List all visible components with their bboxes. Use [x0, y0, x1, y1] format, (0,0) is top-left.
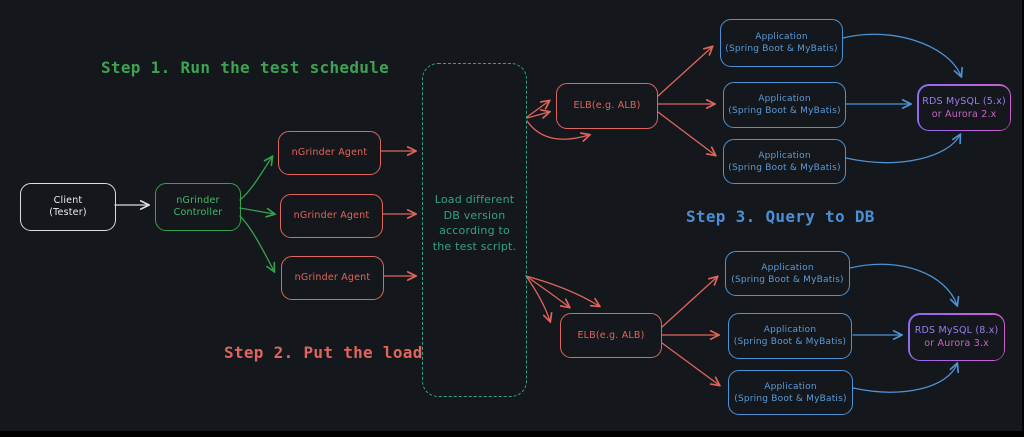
note-line3: according to: [439, 224, 510, 237]
rds-mysql8-inner: RDS MySQL (8.x) or Aurora 3.x: [909, 314, 1004, 360]
note-line4: the test script.: [432, 239, 517, 253]
step2-title: Step 2. Put the load: [224, 343, 423, 362]
rds-mysql8-node: RDS MySQL (8.x) or Aurora 3.x: [908, 313, 1006, 362]
step3-title: Step 3. Query to DB: [686, 207, 875, 226]
app6-line2: (Spring Boot & MyBatis): [734, 393, 847, 404]
elb-node-top: ELB(e.g. ALB): [556, 83, 658, 129]
app2-line2: (Spring Boot & MyBatis): [728, 106, 841, 116]
controller-label-line1: nGrinder: [176, 195, 220, 206]
rds-top-line1: RDS MySQL (5.x): [922, 95, 1006, 107]
rds-bottom-line1: RDS MySQL (8.x): [914, 325, 999, 337]
application-node-3: Application (Spring Boot & MyBatis): [723, 139, 846, 184]
ngrinder-controller-node: nGrinder Controller: [155, 183, 241, 231]
rds-mysql5-node: RDS MySQL (5.x) or Aurora 2.x: [917, 84, 1012, 132]
app5-line1: Application: [763, 325, 817, 335]
elb-node-bottom: ELB(e.g. ALB): [560, 313, 662, 358]
app1-line2: (Spring Boot & MyBatis): [725, 44, 838, 54]
app5-line2: (Spring Boot & MyBatis): [733, 337, 847, 347]
elb-top-label: ELB(e.g. ALB): [573, 100, 641, 111]
application-node-2: Application (Spring Boot & MyBatis): [723, 82, 846, 128]
agent2-label: nGrinder Agent: [293, 210, 370, 221]
rds-top-line2: or Aurora 2.x: [931, 108, 997, 120]
rds-bottom-line2: or Aurora 3.x: [924, 338, 989, 350]
load-script-note-text: Load different DB version according to t…: [433, 192, 517, 254]
app4-line1: Application: [761, 262, 814, 273]
client-node: Client (Tester): [20, 183, 116, 231]
step1-title: Step 1. Run the test schedule: [101, 58, 390, 77]
ngrinder-agent-node-1: nGrinder Agent: [278, 131, 381, 175]
ngrinder-agent-node-3: nGrinder Agent: [281, 256, 384, 300]
elb-bottom-label: ELB(e.g. ALB): [577, 329, 645, 341]
controller-label-line2: Controller: [173, 207, 223, 218]
agent1-label: nGrinder Agent: [291, 147, 368, 158]
app6-line1: Application: [764, 381, 817, 392]
application-node-6: Application (Spring Boot & MyBatis): [728, 370, 853, 415]
app4-line2: (Spring Boot & MyBatis): [731, 274, 844, 285]
application-node-1: Application (Spring Boot & MyBatis): [720, 19, 843, 67]
load-script-note: Load different DB version according to t…: [422, 63, 527, 397]
rds-mysql5-inner: RDS MySQL (5.x) or Aurora 2.x: [918, 85, 1010, 130]
agent3-label: nGrinder Agent: [294, 272, 371, 283]
client-label-line2: (Tester): [49, 207, 87, 218]
ngrinder-agent-node-2: nGrinder Agent: [280, 194, 383, 238]
note-line1: Load different: [434, 193, 515, 206]
app3-line2: (Spring Boot & MyBatis): [728, 162, 841, 173]
app3-line1: Application: [758, 150, 811, 161]
client-label-line1: Client: [53, 195, 83, 206]
note-line2: DB version: [443, 208, 506, 222]
app1-line1: Application: [755, 32, 808, 42]
application-node-5: Application (Spring Boot & MyBatis): [728, 313, 852, 359]
application-node-4: Application (Spring Boot & MyBatis): [725, 251, 850, 296]
app2-line1: Application: [758, 94, 811, 104]
